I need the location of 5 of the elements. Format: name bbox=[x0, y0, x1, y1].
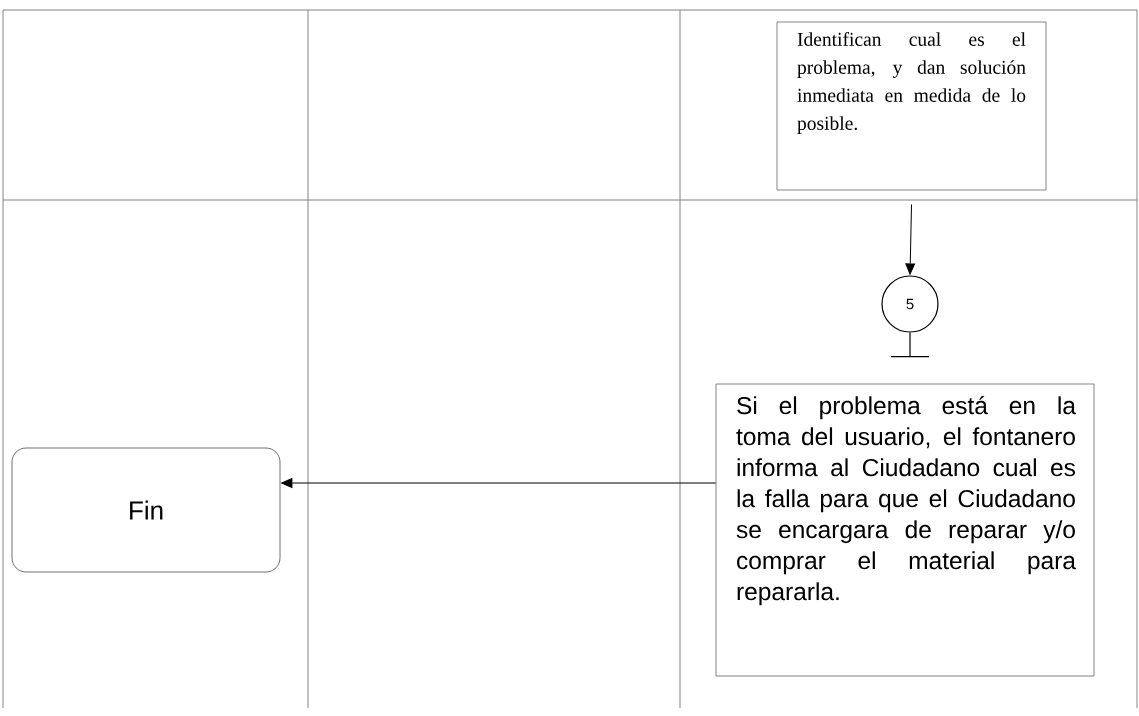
process-box: Si el problema está en la toma del usuario, el fontanero informa al Ciudadano cual es la falla para que el Ciudadano se encargara de reparar y/o comprar el material para repararla. bbox=[715, 383, 1095, 677]
terminal-box: Fin bbox=[11, 447, 281, 573]
arrow bbox=[905, 203, 916, 275]
arrow bbox=[281, 478, 717, 488]
process-box: Identifican cual es el problema, y dan solución inmediata en medida de lo posible. bbox=[776, 21, 1047, 191]
